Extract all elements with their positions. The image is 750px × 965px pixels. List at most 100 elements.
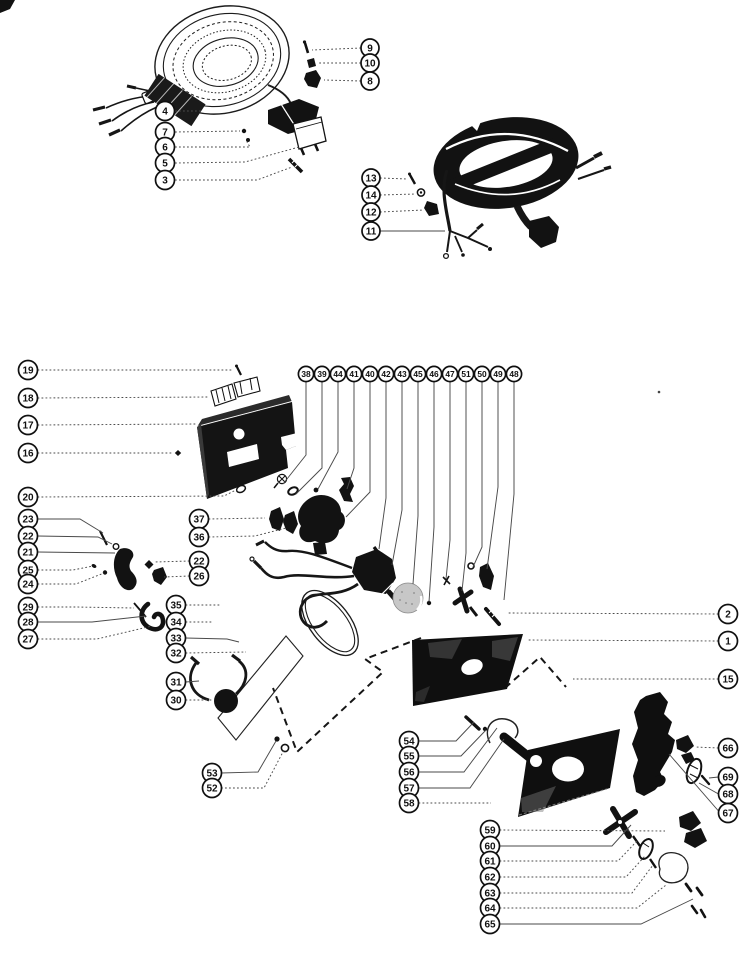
callout-66-number: 66 xyxy=(722,744,734,755)
callout-30-balloon xyxy=(165,689,187,711)
screw-53 xyxy=(274,736,280,742)
bezel-ring xyxy=(301,589,359,657)
callout-13-number: 13 xyxy=(365,174,377,185)
callout-46-leader xyxy=(428,382,435,603)
callout-2-balloon xyxy=(717,603,739,625)
right-handle-assembly xyxy=(632,692,711,796)
faceplate-slot-hole xyxy=(227,444,259,467)
ground-wire-assembly xyxy=(189,653,290,753)
callout-48-balloon xyxy=(505,365,523,383)
callout-42-number: 42 xyxy=(381,369,391,379)
callout-66-leader xyxy=(694,746,719,749)
callout-5-leader xyxy=(174,146,300,164)
callout-27-balloon xyxy=(17,628,39,650)
callout-12-balloon xyxy=(361,202,381,222)
callout-4-number: 4 xyxy=(162,107,168,118)
callout-3-leader xyxy=(175,166,293,181)
callout-61-number: 61 xyxy=(484,857,496,868)
callout-27-number: 27 xyxy=(22,635,34,646)
callout-31-leader xyxy=(185,680,200,683)
page-corner-mark xyxy=(0,0,15,13)
callout-29-leader xyxy=(37,606,135,609)
callout-58-number: 58 xyxy=(403,799,415,810)
callout-69-leader xyxy=(708,776,719,779)
callout-22-leader xyxy=(153,560,190,563)
faceplate-round-hole xyxy=(233,428,245,440)
ignition-switch-body xyxy=(298,494,345,544)
callout-44-leader xyxy=(317,382,339,490)
callout-49-leader xyxy=(486,382,499,570)
callout-9-leader xyxy=(311,47,362,51)
cable-hook xyxy=(139,601,166,632)
callout-19-balloon xyxy=(17,359,39,381)
callout-49-number: 49 xyxy=(493,369,503,379)
retainer-ring-62 xyxy=(638,838,654,860)
callout-43-leader xyxy=(391,382,403,566)
housing-oval-hole xyxy=(461,659,483,675)
callout-5-number: 5 xyxy=(162,159,168,170)
callout-57-number: 57 xyxy=(403,784,415,795)
callout-16-balloon xyxy=(17,442,39,464)
callout-40-leader xyxy=(345,382,371,518)
callout-63-leader xyxy=(499,864,654,894)
callout-47-number: 47 xyxy=(445,369,455,379)
callout-44-number: 44 xyxy=(333,369,343,379)
callout-48-number: 48 xyxy=(509,369,519,379)
callout-20-balloon xyxy=(17,486,39,508)
callout-8-number: 8 xyxy=(367,77,373,88)
callout-23-leader xyxy=(37,518,104,534)
central-cluster xyxy=(269,390,661,626)
callout-37-number: 37 xyxy=(193,515,205,526)
callout-63-number: 63 xyxy=(484,889,496,900)
callout-3-balloon xyxy=(154,169,176,191)
callout-19-number: 19 xyxy=(22,366,34,377)
harness-a-tape-wrap xyxy=(144,73,206,127)
harness-a-lead-wires xyxy=(92,84,158,137)
callout-31-number: 31 xyxy=(170,678,182,689)
callout-39-leader xyxy=(295,382,323,495)
faceplate-panel xyxy=(196,395,297,499)
callout-17-number: 17 xyxy=(22,421,34,432)
lever-cluster xyxy=(91,530,167,632)
callout-42-leader xyxy=(378,382,387,550)
callout-26-balloon xyxy=(188,565,210,587)
wiring-harness-b xyxy=(408,117,612,260)
callout-27-leader xyxy=(37,625,153,640)
callout-56-number: 56 xyxy=(403,768,415,779)
callout-55-number: 55 xyxy=(403,752,415,763)
callout-67-number: 67 xyxy=(722,809,734,820)
assembly-axis-dashed-right xyxy=(504,655,567,689)
harness-b-connector xyxy=(529,216,559,248)
callout-21-leader xyxy=(37,551,116,554)
shift-lever xyxy=(113,548,137,591)
mounting-clip-18 xyxy=(174,364,261,456)
callout-6-number: 6 xyxy=(162,143,168,154)
callout-15-number: 15 xyxy=(722,675,734,686)
callout-38-leader xyxy=(282,382,307,485)
callout-1-number: 1 xyxy=(725,637,731,648)
callout-8-balloon xyxy=(360,71,380,91)
callout-32-leader xyxy=(185,651,247,654)
callout-35-number: 35 xyxy=(170,601,182,612)
callout-67-balloon xyxy=(717,802,739,824)
callout-65-number: 65 xyxy=(484,920,496,931)
wiring-harness-a xyxy=(92,5,327,174)
callout-20-number: 20 xyxy=(22,493,34,504)
callout-25-leader xyxy=(37,565,94,571)
callout-14-leader xyxy=(379,193,417,196)
callout-62-leader xyxy=(499,855,646,878)
callout-61-leader xyxy=(499,840,638,862)
washer-52 xyxy=(280,743,290,753)
callout-26-leader xyxy=(163,575,190,578)
callout-45-number: 45 xyxy=(413,369,423,379)
callout-18-number: 18 xyxy=(22,394,34,405)
callout-1-balloon xyxy=(717,630,739,652)
callout-12-number: 12 xyxy=(365,208,377,219)
callout-22-number: 22 xyxy=(22,532,34,543)
callout-16-number: 16 xyxy=(22,449,34,460)
callout-30-number: 30 xyxy=(170,696,182,707)
callout-7-leader xyxy=(174,130,241,133)
